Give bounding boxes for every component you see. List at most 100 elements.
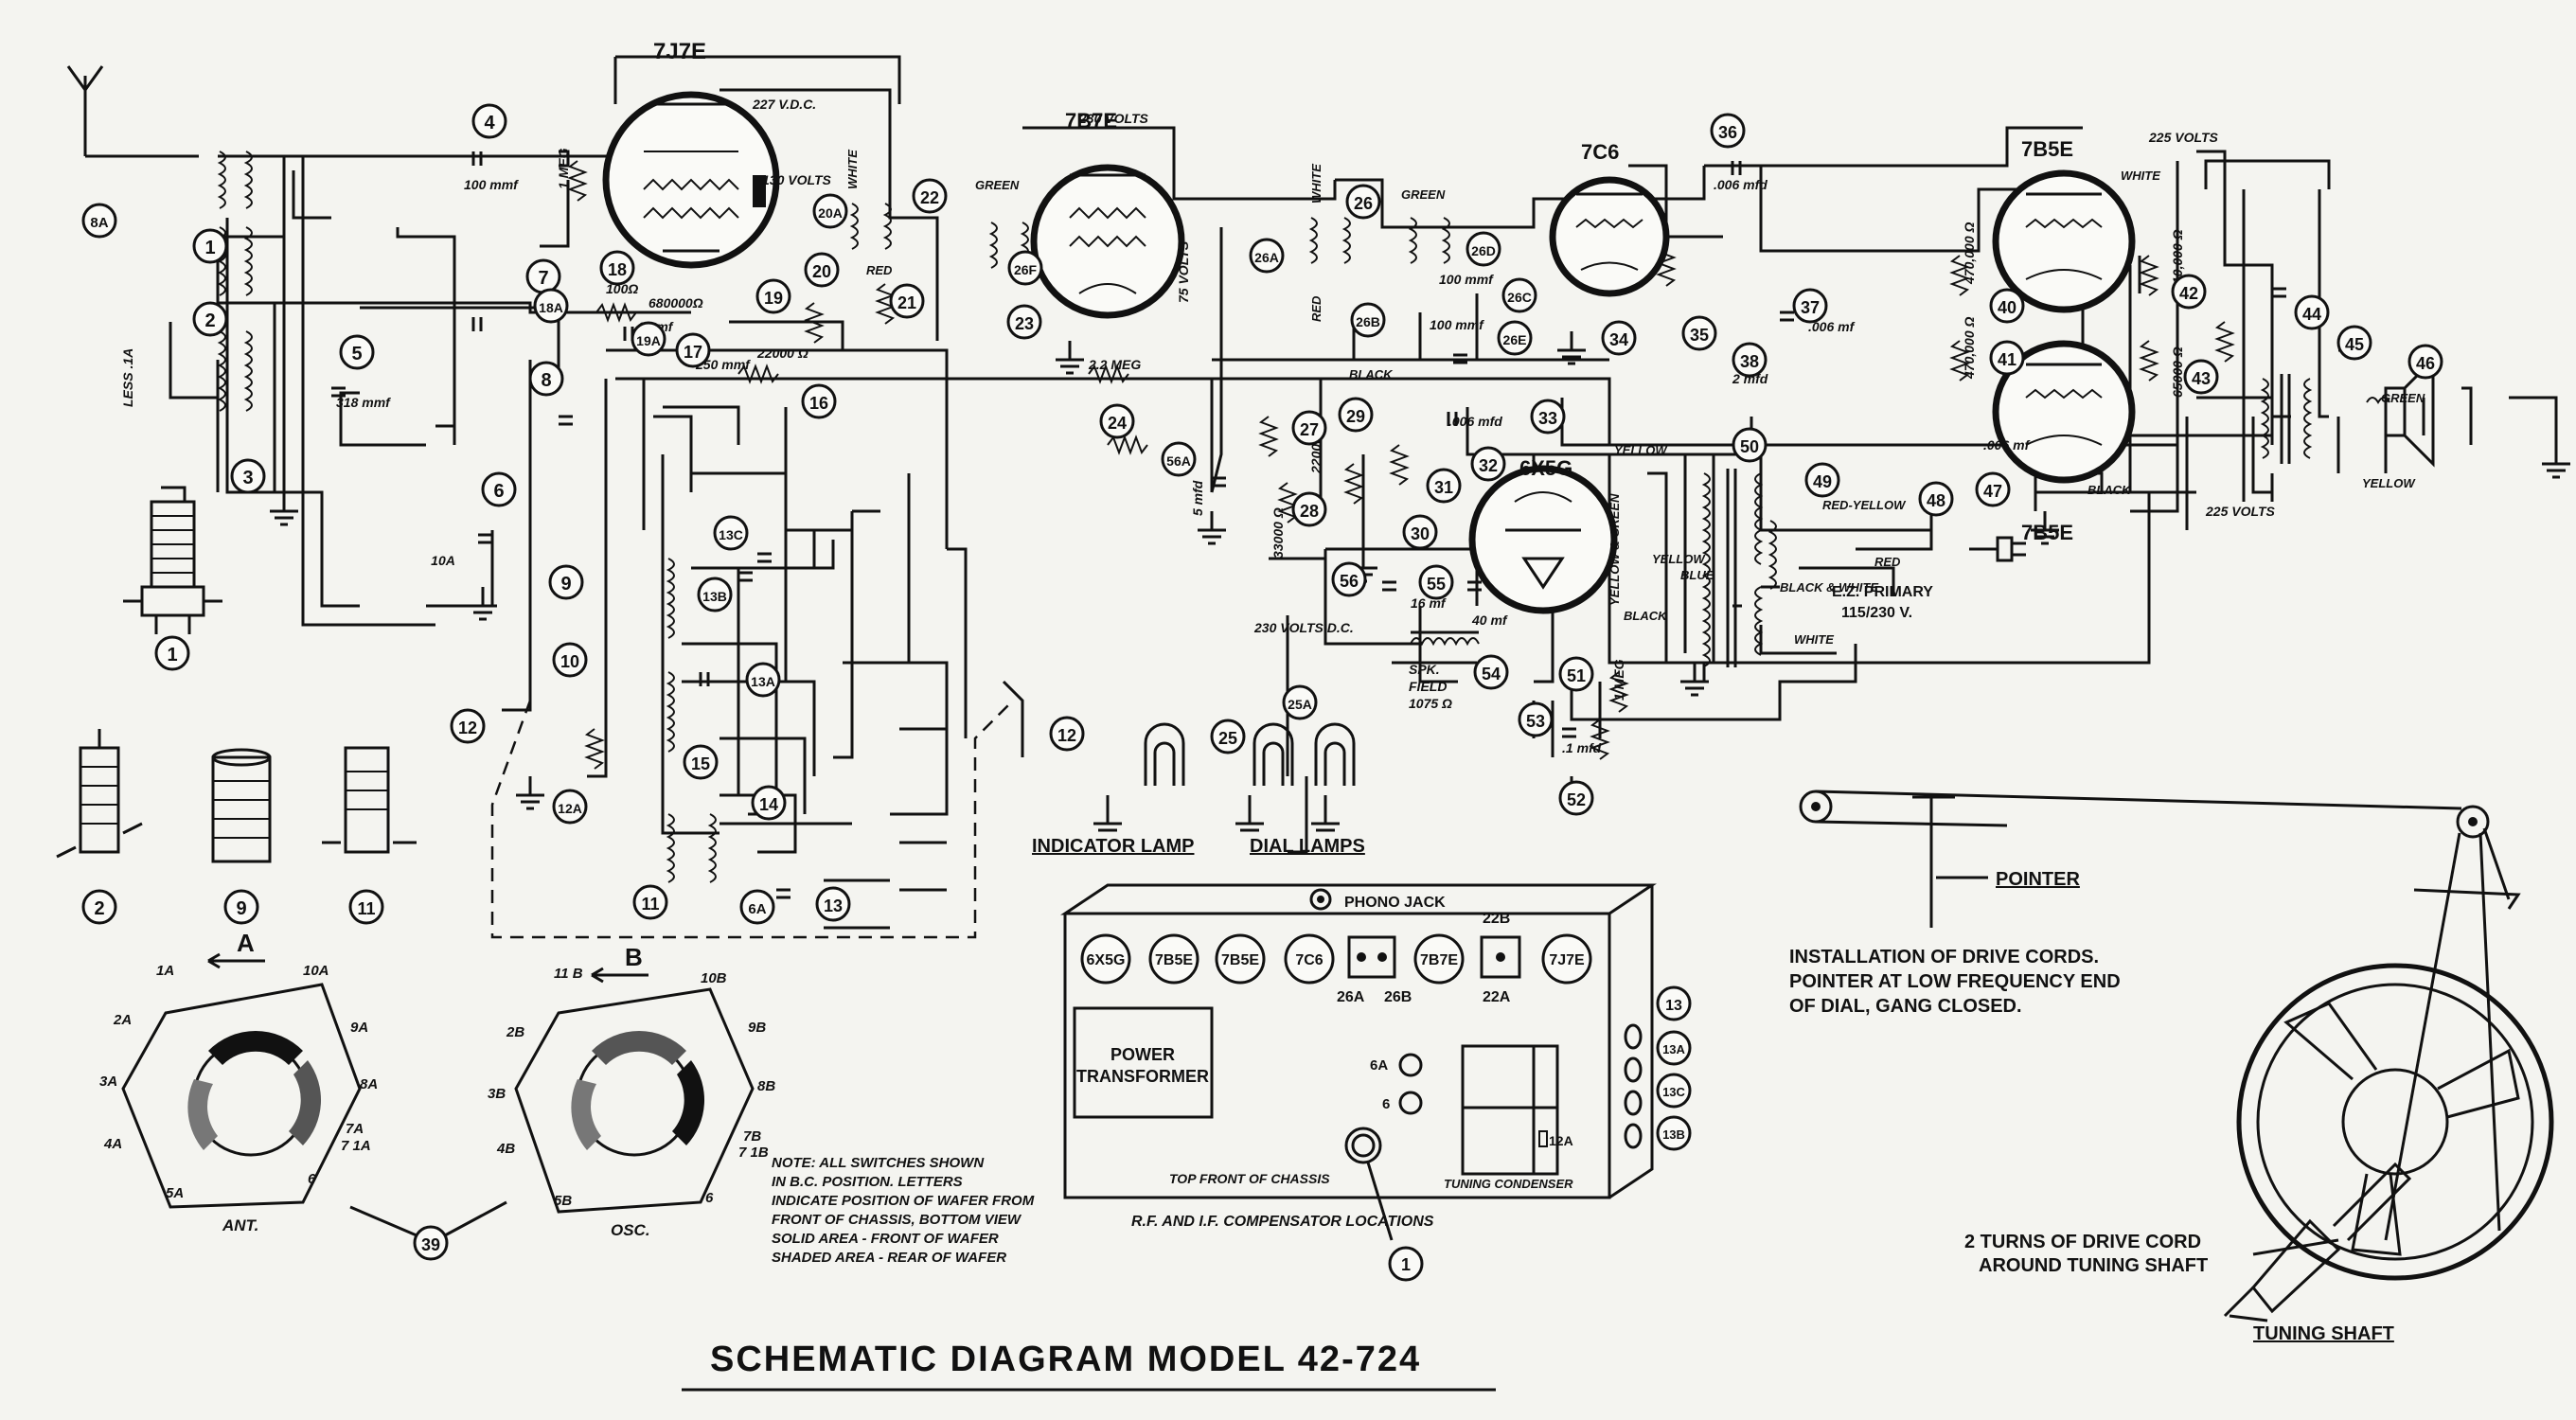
drive-cords-line-1: INSTALLATION OF DRIVE CORDS. (1789, 947, 2099, 967)
svg-text:6X5G: 6X5G (1087, 952, 1126, 968)
svg-text:40: 40 (1998, 298, 2016, 317)
field-label-1: SPK. (1409, 662, 1440, 677)
compensator-caption: R.F. AND I.F. COMPENSATOR LOCATIONS (1131, 1214, 1434, 1230)
svg-text:17: 17 (684, 343, 702, 362)
value-labels: 227 V.D.C. 130 VOLTS 230 VOLTS 75 VOLTS … (120, 97, 2276, 755)
callout-12-right: 12 (1049, 716, 1085, 752)
wafer-a-label-71a: 7 1A (341, 1138, 371, 1154)
wire-white-2: WHITE (1309, 164, 1324, 204)
svg-text:9: 9 (236, 898, 246, 919)
wire-red-1: RED (866, 263, 893, 277)
coil-detail-1: 1 (123, 486, 222, 671)
wafer-b-label-71b: 7 1B (738, 1145, 769, 1161)
svg-text:26A: 26A (1337, 989, 1365, 1005)
callout-13: 13 (815, 886, 851, 922)
svg-text:56: 56 (1340, 572, 1359, 591)
chassis-slot-7c6: 7C6 (1284, 933, 1335, 985)
svg-text:11: 11 (357, 899, 375, 918)
callout-10: 10 (552, 642, 588, 678)
cap-47-value: .006 mf (1983, 437, 2031, 453)
coil-details: 1 2 9 11 (56, 486, 417, 925)
svg-text:7: 7 (538, 268, 548, 289)
callout-42: 42 (2171, 274, 2207, 310)
res-24-value: 2.2 MEG (1088, 357, 1141, 372)
svg-text:16: 16 (809, 394, 828, 413)
callout-8: 8 (528, 361, 564, 397)
svg-text:51: 51 (1567, 666, 1586, 685)
svg-text:22: 22 (920, 188, 939, 207)
callout-26f: 26F (1007, 250, 1043, 286)
voltage-225-a: 225 VOLTS (2148, 130, 2219, 145)
wafer-b-label-3b: 3B (488, 1086, 506, 1102)
svg-text:8A: 8A (90, 215, 108, 231)
wafer-b-label-7b: 7B (743, 1128, 761, 1145)
callout-26b: 26B (1350, 302, 1386, 338)
callout-37: 37 (1792, 288, 1828, 324)
svg-text:42: 42 (2179, 284, 2198, 303)
callout-5: 5 (339, 334, 375, 370)
tube-6x5g (1468, 465, 1618, 614)
callout-34: 34 (1601, 320, 1637, 356)
wire-blue: BLUE (1680, 568, 1714, 582)
svg-text:26: 26 (1354, 194, 1373, 213)
svg-text:5: 5 (351, 344, 362, 364)
callout-8a: 8A (81, 203, 117, 239)
svg-text:23: 23 (1015, 314, 1034, 333)
chassis-slot-7b5e-a: 7B5E (1148, 933, 1199, 985)
wafer-b-label-10b: 10B (701, 970, 727, 986)
svg-text:53: 53 (1526, 712, 1545, 731)
svg-text:15: 15 (691, 754, 710, 773)
svg-text:SHADED AREA - REAR OF WAFER: SHADED AREA - REAR OF WAFER (772, 1250, 1006, 1266)
svg-text:SOLID AREA - FRONT OF WAFER: SOLID AREA - FRONT OF WAFER (772, 1231, 999, 1247)
svg-text:11: 11 (641, 895, 659, 914)
callout-45: 45 (2336, 325, 2372, 361)
callout-12a: 12A (552, 789, 588, 825)
svg-text:14: 14 (759, 795, 778, 814)
wafer-b-label-5b: 5B (554, 1193, 572, 1209)
tubes (602, 91, 2136, 614)
callout-23: 23 (1006, 304, 1042, 340)
wire-black-2: BLACK (1624, 609, 1668, 623)
coil-detail-11: 11 (322, 746, 417, 925)
callout-17: 17 (675, 332, 711, 368)
tuning-condenser-label: TUNING CONDENSER (1444, 1177, 1573, 1191)
svg-text:26B: 26B (1356, 314, 1380, 329)
callout-6: 6 (481, 471, 517, 507)
callout-13b: 13B (697, 577, 733, 612)
wafer-a-label-10a: 10A (303, 963, 329, 979)
voltage-75: 75 VOLTS (1176, 240, 1191, 303)
wire-yellow-1: YELLOW (1614, 443, 1668, 457)
callout-15: 15 (683, 744, 719, 780)
svg-text:18A: 18A (539, 300, 563, 315)
callout-26: 26 (1345, 184, 1381, 220)
compensator-13c: 13C (1624, 1073, 1692, 1116)
wire-green-3: GREEN (2381, 391, 2425, 405)
callout-39: 39 (413, 1225, 449, 1261)
svg-text:6A: 6A (748, 901, 766, 917)
b-plus-label: 230 VOLTS D.C. (1253, 620, 1354, 635)
voltage-227: 227 V.D.C. (752, 97, 816, 112)
svg-text:12: 12 (1057, 726, 1076, 745)
res-28-value: 33000 Ω (1270, 507, 1286, 559)
svg-text:2: 2 (204, 311, 215, 331)
svg-text:DIAL LAMPS: DIAL LAMPS (1250, 836, 1365, 857)
primary-label-2: 115/230 V. (1841, 605, 1912, 621)
svg-text:13A: 13A (1662, 1042, 1685, 1056)
svg-text:18: 18 (608, 260, 627, 279)
callout-12-left: 12 (450, 708, 486, 744)
wafer-a-label-1a: 1A (156, 963, 174, 979)
svg-text:19A: 19A (636, 333, 661, 348)
callout-44: 44 (2294, 294, 2330, 330)
cap-26f-value: 100 mmf (1430, 317, 1484, 332)
chassis-slot-7j7e: 7J7E (1541, 933, 1592, 985)
switch-note: NOTE: ALL SWITCHES SHOWN IN B.C. POSITIO… (772, 1155, 1035, 1266)
svg-text:7B5E: 7B5E (1221, 952, 1259, 968)
wire-yellow-green: YELLOW & GREEN (1608, 493, 1622, 606)
svg-text:INDICATOR LAMP: INDICATOR LAMP (1032, 836, 1194, 857)
wire-white-1: WHITE (845, 150, 860, 189)
callout-49: 49 (1804, 462, 1840, 498)
svg-text:4: 4 (484, 113, 495, 133)
svg-text:36: 36 (1718, 123, 1737, 142)
callout-40: 40 (1989, 288, 2025, 324)
wire-red-2: RED (1309, 295, 1324, 322)
